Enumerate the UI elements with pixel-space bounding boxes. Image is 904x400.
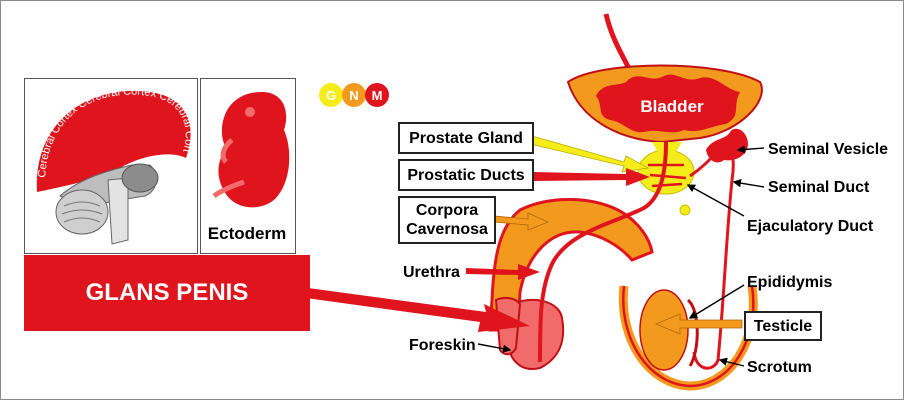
seminal-vesicle-label: Seminal Vesicle [768,141,888,158]
foreskin-label: Foreskin [409,337,476,354]
prostate-gland-label: Prostate Gland [398,122,534,154]
prostatic-ducts-label: Prostatic Ducts [398,159,534,191]
logo-letter-n: N [349,88,358,103]
ejaculatory-duct-label: Ejaculatory Duct [747,218,874,235]
anatomy-illustration: Bladder [490,14,762,386]
urethra-label: Urethra [403,264,460,281]
corpora-line1: Corpora [416,201,478,220]
corpora-line2: Cavernosa [406,220,488,239]
bladder-label: Bladder [640,97,704,116]
scrotum-label: Scrotum [747,359,812,376]
testicle-label: Testicle [744,311,822,341]
seminal-duct-label: Seminal Duct [768,179,870,196]
logo-letter-g: G [326,88,336,103]
epididymis-label: Epididymis [747,274,832,291]
embryo-illustration [214,92,289,207]
corpora-cavernosa-label: Corpora Cavernosa [398,196,496,244]
brain-illustration: Cerebral Cortex Cerebral Cortex Cerebral… [0,0,195,244]
logo-letter-m: M [372,88,383,103]
gnm-logo: G N M [319,83,389,107]
